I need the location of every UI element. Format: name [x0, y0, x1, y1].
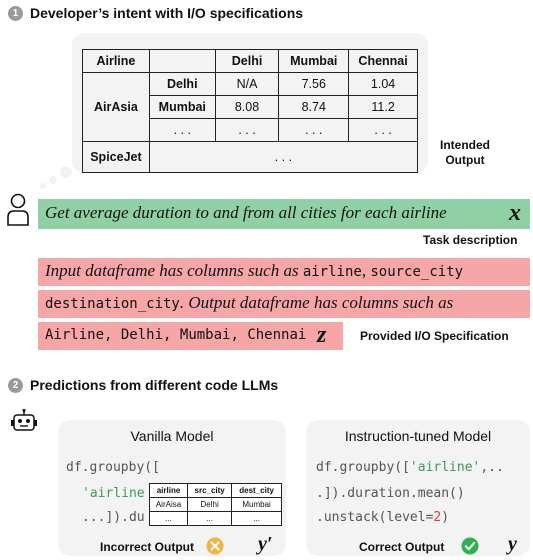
section-1-title: Developer’s intent with I/O specificatio…	[30, 5, 304, 21]
person-icon	[7, 193, 29, 226]
table-cell: 8.08	[214, 95, 280, 119]
table-cell: 11.2	[348, 95, 418, 119]
header-delhi: Delhi	[214, 49, 280, 73]
intended-output-line1: Intended	[440, 138, 490, 152]
table-cell: 8.74	[278, 95, 350, 119]
step-1-badge: 1	[8, 6, 23, 21]
instruction-tuned-title: Instruction-tuned Model	[344, 428, 492, 444]
mini-header-cell: airline	[148, 483, 189, 498]
column-airline-code: airline	[302, 264, 362, 280]
instruction-tuned-panel	[306, 420, 530, 556]
code-text: df.groupby([	[316, 460, 410, 475]
code-text: ,..	[480, 460, 504, 475]
code-number: 2	[433, 510, 442, 525]
airasia-cell: AirAsia	[82, 72, 150, 142]
io-spec-text: Input dataframe has columns such as	[45, 261, 303, 280]
task-variable-x: x	[509, 200, 521, 226]
robot-icon	[11, 408, 37, 431]
mini-table-row: AirAisa Delhi Mumbai	[148, 497, 282, 512]
mini-cell: AirAisa	[148, 497, 189, 512]
incorrect-output-label: Incorrect Output	[100, 540, 195, 554]
task-description-text: Get average duration to and from all cit…	[45, 203, 447, 222]
header-airline: Airline	[82, 49, 150, 73]
mini-header-cell: dest_city	[231, 483, 282, 498]
table-row: SpiceJet . . .	[82, 141, 419, 173]
spicejet-cell: SpiceJet	[82, 141, 150, 173]
io-spec-bar-3	[38, 322, 343, 350]
vanilla-code-line-2: 'airline	[82, 486, 145, 501]
output-column-airline: Airline	[45, 327, 105, 343]
intended-output-label: Intended Output	[440, 138, 490, 168]
code-string: 'airline	[82, 486, 145, 501]
intended-output-line2: Output	[445, 153, 485, 167]
code-string: 'airline'	[409, 460, 481, 475]
table-cell: N/A	[214, 72, 280, 96]
table-cell: . . .	[348, 118, 418, 142]
column-destination-city-code: destination_city	[45, 296, 180, 312]
header-mumbai: Mumbai	[278, 49, 350, 73]
output-column-delhi: Delhi	[120, 327, 164, 343]
row-label: . . .	[148, 118, 216, 142]
mini-cell: ...	[148, 511, 189, 526]
table-cell: 7.56	[278, 72, 350, 96]
thought-bubble-dots	[40, 166, 72, 189]
tuned-code-line-2: .]).duration.mean()	[316, 486, 465, 501]
table-cell: 1.04	[348, 72, 418, 96]
header-chennai: Chennai	[348, 49, 418, 73]
task-description-label: Task description	[423, 233, 518, 247]
io-spec-bar-2	[38, 290, 530, 318]
intended-output-table: Airline Delhi Mumbai Chennai AirAsia Del…	[82, 49, 419, 173]
vanilla-code-line-3: ...]).du	[82, 510, 145, 525]
io-spec-separator: ,	[361, 261, 371, 280]
header-blank	[148, 49, 216, 73]
table-row: AirAsia Delhi N/A 7.56 1.04	[82, 72, 418, 142]
vanilla-output-table: airline src_city dest_city AirAisa Delhi…	[148, 483, 282, 526]
mini-header-cell: src_city	[187, 483, 233, 498]
vanilla-code-line-1: df.groupby([	[66, 460, 160, 475]
tuned-code-line-1: df.groupby(['airline',..	[316, 460, 504, 475]
table-cell: . . .	[214, 118, 280, 142]
io-spec-line-3: Airline, Delhi, Mumbai, Chennai	[45, 327, 306, 343]
io-spec-separator: ,	[104, 327, 121, 343]
mini-cell: ...	[187, 511, 233, 526]
table-header-row: Airline Delhi Mumbai Chennai	[82, 49, 418, 73]
mini-header-row: airline src_city dest_city	[148, 483, 282, 498]
io-spec-line-1: Input dataframe has columns such as airl…	[45, 261, 463, 281]
tuned-variable-y: y	[508, 533, 517, 555]
output-column-chennai: Chennai	[247, 327, 307, 343]
column-source-city-code: source_city	[370, 264, 464, 280]
correct-check-icon	[461, 537, 479, 555]
table-row: . . . . . . . . . . . .	[83, 118, 418, 142]
thought-dot-large	[60, 166, 72, 178]
step-2-badge: 2	[8, 378, 23, 393]
mini-table-row: ... ... ...	[148, 511, 282, 526]
vanilla-model-title: Vanilla Model	[130, 428, 214, 444]
io-spec-label: Provided I/O Specification	[360, 329, 509, 343]
vanilla-variable-y-prime: y′	[258, 533, 273, 555]
task-description-bar	[38, 199, 530, 229]
code-text: )	[441, 510, 450, 525]
io-spec-variable-z: z	[317, 322, 327, 348]
table-cell: . . .	[148, 141, 419, 173]
io-spec-separator: ,	[230, 327, 248, 343]
row-label: Delhi	[148, 72, 216, 96]
code-text: .unstack(level=	[316, 510, 434, 525]
io-spec-line-2: destination_city. Output dataframe has c…	[45, 293, 453, 313]
correct-output-label: Correct Output	[359, 540, 445, 554]
io-spec-text: . Output dataframe has columns such as	[179, 293, 454, 312]
io-spec-separator: ,	[163, 327, 180, 343]
table-cell: . . .	[278, 118, 350, 142]
table-row: Mumbai 8.08 8.74 11.2	[83, 95, 418, 119]
io-spec-bar-1	[38, 258, 530, 286]
thought-dot-medium	[49, 176, 57, 184]
output-column-mumbai: Mumbai	[179, 327, 231, 343]
tuned-code-line-3: .unstack(level=2)	[316, 510, 449, 525]
mini-cell: Mumbai	[231, 497, 282, 512]
incorrect-x-icon	[206, 537, 224, 555]
section-2-title: Predictions from different code LLMs	[30, 377, 279, 393]
thought-dot-small	[40, 183, 46, 189]
mini-cell: ...	[231, 511, 282, 526]
mini-cell: Delhi	[187, 497, 233, 512]
row-label: Mumbai	[148, 95, 216, 119]
